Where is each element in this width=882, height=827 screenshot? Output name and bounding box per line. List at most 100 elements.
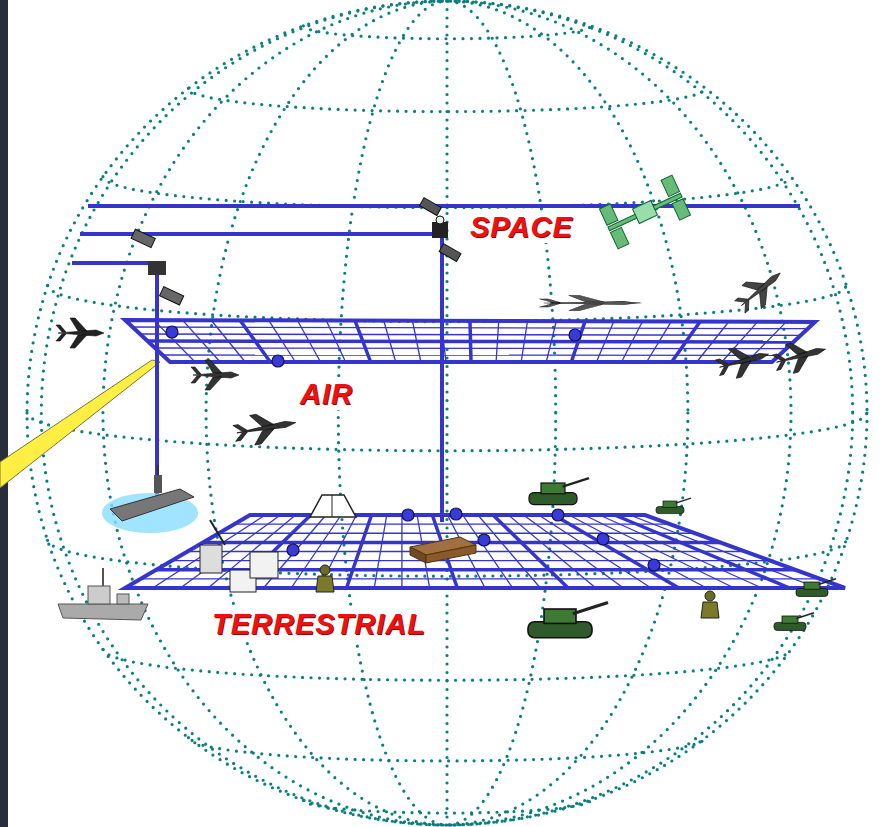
command-post-part: [426, 545, 476, 563]
dotted-globe-part: [27, 1, 867, 825]
ground-vehicles-part-part: [774, 622, 806, 630]
layer-label: AIR: [296, 378, 357, 410]
ground-vehicles-part-part: [573, 603, 608, 614]
layer-label: TERRESTRIAL: [208, 608, 430, 640]
satellite-part: [436, 216, 444, 224]
soldiers-part-part: [705, 591, 715, 601]
network-nodes-part: [648, 559, 660, 571]
command-post-part: [410, 547, 426, 563]
aircraft-part: [714, 340, 773, 383]
ground-vehicles-part-part: [563, 478, 589, 486]
dotted-globe-part: [103, 177, 791, 208]
dotted-globe-part: [303, 800, 590, 813]
link-lines-part: [155, 266, 159, 500]
network-nodes-part: [552, 509, 564, 521]
aircraft-carrier-part: [157, 465, 159, 475]
ground-vehicles-part-part: [782, 616, 798, 623]
aircraft-part: [540, 296, 641, 311]
soldiers-part: [316, 565, 334, 592]
ground-vehicles-part: [656, 498, 691, 513]
aircraft-part: [191, 360, 239, 390]
air-grid-part: [140, 334, 801, 335]
satellite-part: [439, 244, 461, 262]
containers-part: [250, 552, 278, 578]
dotted-globe-part: [27, 413, 867, 451]
network-nodes-part: [402, 509, 414, 521]
space-station-part: [599, 204, 617, 225]
terrestrial-grid-part: [219, 533, 695, 534]
ground-vehicles-part: [796, 579, 836, 597]
destroyer-part: [58, 604, 148, 620]
space-station-part: [633, 201, 658, 224]
dotted-globe-part: [48, 286, 847, 322]
edge-strip: [0, 0, 8, 827]
destroyer-part: [117, 594, 129, 604]
network-nodes-part: [478, 534, 490, 546]
ground-vehicles-part: [774, 613, 814, 631]
network-nodes-part: [569, 329, 581, 341]
command-post: [410, 537, 476, 563]
soldiers-part-part: [701, 602, 719, 618]
destroyer: [58, 568, 148, 620]
dotted-globe-part: [188, 88, 705, 111]
air-grid-part: [125, 320, 815, 362]
link-lines-part: [88, 204, 800, 208]
dotted-globe-part: [188, 738, 705, 761]
aircraft-part: [56, 318, 104, 348]
ground-vehicles-part: [528, 603, 608, 638]
air-grid: [125, 320, 815, 362]
ground-vehicles: [528, 478, 836, 638]
ground-vehicles-part-part: [804, 582, 820, 589]
dotted-globe: [27, 1, 867, 825]
aircraft: [56, 262, 829, 449]
air-grid-part: [163, 354, 780, 356]
beam: [0, 360, 160, 488]
network-nodes-part: [272, 355, 284, 367]
ground-vehicles-part-part: [541, 483, 565, 494]
soldiers-part-part: [316, 576, 334, 592]
containers-part: [210, 520, 225, 545]
shelter: [310, 495, 356, 517]
satellite-part: [420, 198, 442, 216]
satellite: [420, 198, 461, 262]
dotted-globe-part: [41, 1, 852, 825]
link-lines-part: [72, 261, 160, 265]
network-nodes-part: [450, 508, 462, 520]
ground-vehicles-part-part: [544, 609, 576, 623]
satellite-part: [160, 287, 184, 305]
dotted-globe-part: [303, 26, 590, 39]
air-grid-part: [148, 341, 794, 342]
aircraft-part: [771, 335, 830, 378]
dotted-globe-part: [103, 1, 791, 825]
dotted-globe-part: [206, 1, 688, 825]
ground-vehicles-part-part: [663, 501, 677, 507]
ground-vehicles-part-part: [818, 579, 836, 585]
ground-vehicles-part-part: [796, 588, 828, 596]
destroyer-part: [102, 568, 104, 586]
layer-label: SPACE: [466, 211, 577, 243]
satellite-part: [148, 261, 166, 275]
network-nodes-part: [597, 533, 609, 545]
dotted-globe-part: [338, 1, 555, 825]
soldiers-part-part: [320, 565, 330, 575]
air-grid-part: [133, 327, 808, 329]
terrestrial-grid-part: [234, 523, 670, 524]
ground-vehicles-part-part: [676, 498, 691, 503]
satellite: [131, 229, 184, 305]
network-nodes-part: [287, 544, 299, 556]
shelter-part: [332, 495, 333, 517]
containers: [200, 520, 278, 592]
aircraft-carrier-part: [154, 475, 162, 493]
space-station-part: [610, 227, 628, 248]
containers-part: [200, 545, 222, 573]
ground-vehicles-part: [529, 478, 589, 504]
network-nodes: [166, 326, 660, 571]
link-lines-part: [440, 234, 444, 522]
destroyer-part: [88, 586, 110, 604]
aircraft-carrier: [102, 465, 198, 533]
aircraft-part: [730, 262, 790, 319]
ground-vehicles-part-part: [528, 622, 592, 638]
air-grid-part: [155, 347, 786, 349]
